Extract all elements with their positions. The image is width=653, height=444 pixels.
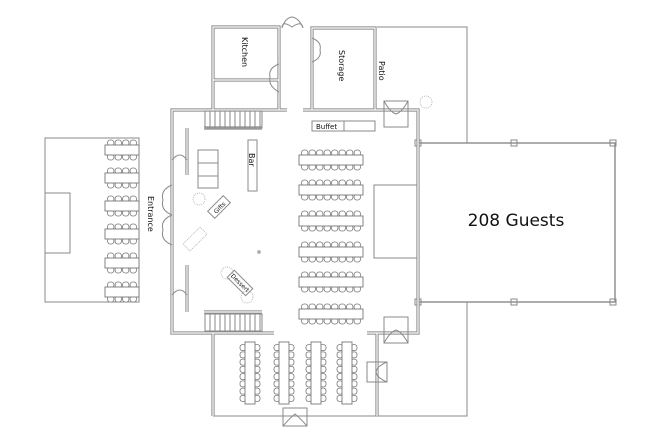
table-top [298, 215, 364, 227]
table [298, 303, 364, 325]
table-top [104, 228, 140, 240]
table [104, 223, 140, 245]
gifts-table: Gifts [206, 194, 232, 220]
table [298, 210, 364, 232]
table-top [104, 257, 140, 269]
table-top [104, 172, 140, 184]
table-top [298, 276, 364, 288]
table-top [310, 341, 322, 405]
buffet-label: Buffet [316, 123, 337, 131]
table [104, 167, 140, 189]
guest-count: 208 Guests [468, 211, 565, 231]
table [104, 195, 140, 217]
pavilion: 208 Guests [414, 139, 617, 306]
stage [44, 192, 71, 254]
walls [170, 25, 420, 416]
table [104, 281, 140, 303]
table [305, 341, 327, 405]
doors [161, 16, 409, 427]
bar-counter [247, 139, 258, 192]
bar-label: Bar [247, 153, 256, 167]
table-top [341, 341, 353, 405]
table [298, 241, 364, 263]
table [104, 139, 140, 161]
table-top [298, 246, 364, 258]
entrance-label: Entrance [146, 196, 155, 232]
dessert-table: Dessert [226, 269, 254, 297]
stairs-south [204, 313, 263, 332]
table [298, 271, 364, 293]
stairs-north [204, 110, 263, 129]
table [104, 252, 140, 274]
table-top [278, 341, 290, 405]
storage-label: Storage [337, 50, 346, 81]
table-top [104, 200, 140, 212]
table-top [104, 286, 140, 298]
table [336, 341, 358, 405]
table-top [298, 154, 364, 166]
table-top [244, 341, 256, 405]
west-tent [44, 137, 140, 303]
seating [104, 139, 364, 405]
table-top [104, 144, 140, 156]
patio-label: Patio [377, 61, 386, 81]
kitchen-label: Kitchen [240, 37, 249, 67]
table [298, 149, 364, 171]
table [239, 341, 261, 405]
table [298, 179, 364, 201]
table [273, 341, 295, 405]
table-top [298, 184, 364, 196]
table-top [298, 308, 364, 320]
